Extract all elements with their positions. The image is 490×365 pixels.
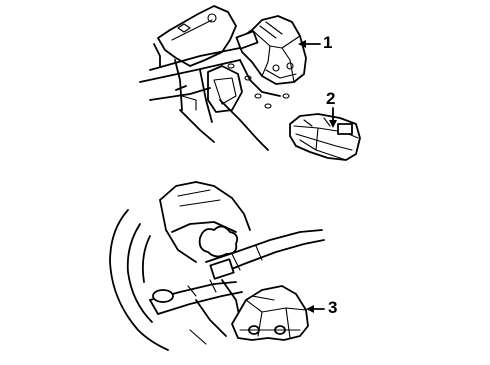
callout-number-2: 2 xyxy=(326,89,336,108)
engine-frame-upper xyxy=(139,5,290,151)
arrowhead-1 xyxy=(298,40,306,48)
arrowhead-3 xyxy=(306,305,314,313)
arrowhead-2 xyxy=(329,120,337,128)
callout-number-1: 1 xyxy=(323,33,333,52)
part-1-engine-mount xyxy=(235,15,307,85)
callout-number-3: 3 xyxy=(328,298,338,317)
engine-frame-lower xyxy=(109,181,325,351)
part-2-transmission-mount xyxy=(289,113,361,161)
part-3-mount xyxy=(231,285,309,341)
